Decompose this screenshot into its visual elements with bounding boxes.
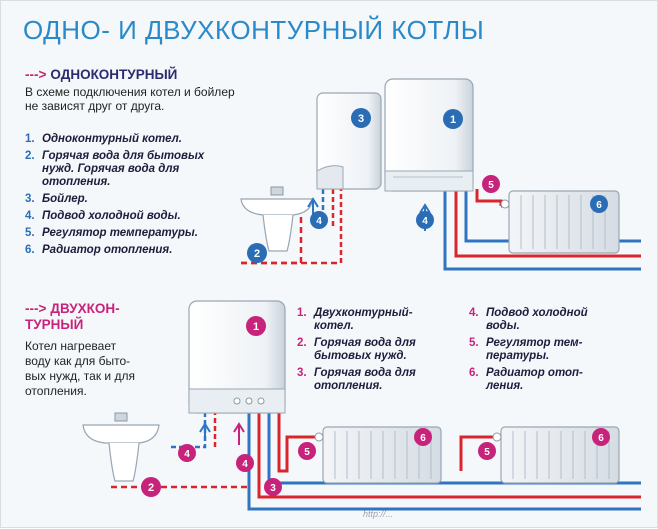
double-legend-col1: 1.Двухконтурный-котел. 2.Горячая вода дл…: [297, 307, 457, 397]
legend-item: 5.Регулятор температуры.: [25, 227, 198, 239]
single-circuit-heading-text: ОДНОКОНТУРНЫЙ: [50, 67, 178, 82]
badge-3-bottom: 3: [264, 478, 282, 496]
svg-text:6: 6: [596, 200, 602, 211]
heading-line: ДВУХКОН-: [50, 301, 120, 316]
desc-line: воду как для быто-: [25, 354, 131, 368]
double-circuit-heading: --->ДВУХКОН- ТУРНЫЙ: [25, 301, 120, 333]
single-legend-list: 1.Одноконтурный котел. 2.Горячая вода дл…: [25, 133, 255, 261]
boiler-double: [188, 300, 286, 414]
badge-6-bottom-b: 6: [592, 428, 610, 446]
badge-2-bottom: 2: [141, 477, 161, 497]
heating-supply-line: [277, 413, 321, 473]
desc-line: не зависят друг от друга.: [25, 99, 165, 113]
heading-line: ТУРНЫЙ: [25, 317, 84, 332]
arrow-icon: --->: [25, 67, 47, 82]
cold-water-line: [443, 189, 641, 271]
badge-6-top: 6: [590, 195, 608, 213]
top-pipes: [241, 189, 641, 271]
flow-arrows-bottom: [199, 422, 245, 445]
single-circuit-description: В схеме подключения котел и бойлер не за…: [25, 85, 235, 113]
single-circuit-heading: --->ОДНОКОНТУРНЫЙ: [25, 67, 177, 82]
cold-water-line: [171, 413, 207, 449]
svg-text:4: 4: [184, 449, 190, 460]
legend-item: 3.Бойлер.: [25, 193, 88, 205]
sink-top: [240, 186, 314, 252]
double-circuit-description: Котел нагревает воду как для быто- вых н…: [25, 339, 135, 399]
legend-item: 6.Радиатор отоп-ления.: [469, 367, 583, 392]
badge-5-top: 5: [482, 175, 500, 193]
svg-text:4: 4: [242, 459, 248, 470]
desc-line: Котел нагревает: [25, 339, 117, 353]
badge-1-top: 1: [443, 109, 463, 129]
legend-item: 1.Одноконтурный котел.: [25, 133, 182, 145]
desc-line: В схеме подключения котел и бойлер: [25, 85, 235, 99]
watermark-url: http://...: [363, 509, 394, 519]
heating-return-line: [247, 413, 641, 511]
boiler-tank-3: [316, 92, 382, 190]
svg-text:2: 2: [254, 248, 260, 260]
badge-4-top-a: 4: [310, 211, 328, 229]
svg-text:1: 1: [253, 321, 259, 333]
sink-bottom: [82, 412, 160, 482]
svg-text:5: 5: [304, 447, 310, 458]
svg-text:6: 6: [420, 433, 426, 444]
svg-text:4: 4: [422, 216, 428, 227]
svg-text:6: 6: [598, 433, 604, 444]
badge-4-bottom-b: 4: [236, 454, 254, 472]
legend-item: 1.Двухконтурный-котел.: [297, 307, 413, 332]
legend-item: 6.Радиатор отопления.: [25, 244, 173, 256]
heating-return-line: [454, 189, 641, 258]
badge-4-top-b: 4: [416, 211, 434, 229]
badge-2-top: 2: [247, 243, 267, 263]
arrow-icon: --->: [25, 301, 47, 316]
legend-item: 5.Регулятор тем-пературы.: [469, 337, 583, 362]
svg-text:3: 3: [270, 483, 276, 494]
heating-return-line: [257, 413, 641, 499]
desc-line: вых нужд, так и для: [25, 369, 135, 383]
svg-text:5: 5: [488, 180, 494, 191]
boiler-1-top: [384, 78, 474, 192]
heating-supply-line: [459, 435, 495, 471]
svg-text:1: 1: [450, 114, 456, 126]
svg-text:4: 4: [316, 216, 322, 227]
page-title: ОДНО- И ДВУХКОНТУРНЫЙ КОТЛЫ: [23, 15, 485, 45]
legend-item: 4.Подвод холодной воды.: [25, 210, 181, 222]
svg-text:5: 5: [484, 447, 490, 458]
svg-text:2: 2: [148, 482, 154, 494]
desc-line: отопления.: [25, 384, 87, 398]
badge-5-bottom-a: 5: [298, 442, 316, 460]
badge-5-bottom-b: 5: [478, 442, 496, 460]
radiator-bottom-b: [492, 426, 620, 484]
badge-1-bottom: 1: [246, 316, 266, 336]
badge-3: 3: [351, 108, 371, 128]
badge-4-bottom-a: 4: [178, 444, 196, 462]
svg-text:3: 3: [358, 113, 364, 125]
badge-6-bottom-a: 6: [414, 428, 432, 446]
